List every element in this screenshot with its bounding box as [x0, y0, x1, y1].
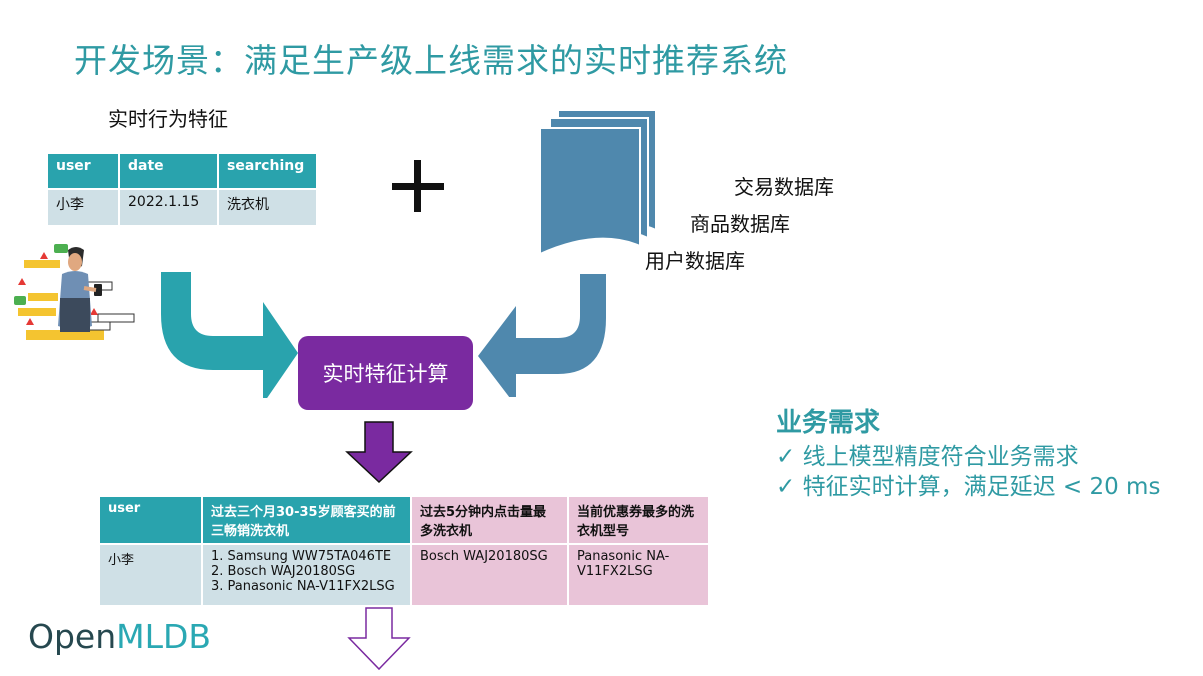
- cell-most-coupons: Panasonic NA- V11FX2LSG: [567, 543, 710, 607]
- header-user: user: [98, 495, 203, 545]
- header-top3-sellers: 过去三个月30-35岁顾客买的前三畅销洗衣机: [201, 495, 412, 545]
- slide-title: 开发场景：满足生产级上线需求的实时推荐系统: [74, 41, 788, 80]
- realtime-behavior-label: 实时行为特征: [108, 107, 228, 131]
- person-notifications-illustration: [14, 244, 135, 340]
- header-most-clicked: 过去5分钟内点击量最多洗衣机: [410, 495, 569, 545]
- top3-item: 2. Bosch WAJ20180SG: [211, 564, 356, 579]
- cell-user: 小李: [98, 543, 203, 607]
- curved-arrow-left-icon: [161, 272, 298, 398]
- business-requirements-title: 业务需求: [776, 408, 881, 438]
- header-user: user: [46, 152, 120, 190]
- outline-down-arrow-icon: [347, 607, 411, 671]
- database-label-products: 商品数据库: [690, 212, 790, 236]
- realtime-feature-compute-box: 实时特征计算: [298, 336, 473, 410]
- table-row: 小李 1. Samsung WW75TA046TE 2. Bosch WAJ20…: [98, 543, 710, 607]
- plus-icon: [392, 160, 444, 212]
- business-requirement-item: ✓ 特征实时计算，满足延迟 < 20 ms: [776, 474, 1161, 500]
- header-searching: searching: [217, 152, 318, 190]
- header-most-coupons: 当前优惠券最多的洗衣机型号: [567, 495, 710, 545]
- logo-part-mldb: MLDB: [116, 617, 212, 656]
- top3-item: 1. Samsung WW75TA046TE: [211, 549, 392, 564]
- cell-most-clicked: Bosch WAJ20180SG: [410, 543, 569, 607]
- coupon-model-line: Panasonic NA-: [577, 549, 670, 564]
- behavior-table-header: user date searching: [46, 152, 318, 190]
- table-row: 小李 2022.1.15 洗衣机: [46, 188, 318, 227]
- database-label-transactions: 交易数据库: [734, 175, 834, 199]
- header-date: date: [118, 152, 219, 190]
- database-label-users: 用户数据库: [645, 249, 745, 273]
- coupon-model-line: V11FX2LSG: [577, 564, 653, 579]
- down-arrow-icon: [345, 421, 413, 484]
- cell-searching: 洗衣机: [217, 188, 318, 227]
- cell-date: 2022.1.15: [118, 188, 219, 227]
- cell-user: 小李: [46, 188, 120, 227]
- feature-table-header: user 过去三个月30-35岁顾客买的前三畅销洗衣机 过去5分钟内点击量最多洗…: [98, 495, 710, 545]
- logo-part-open: Open: [28, 617, 117, 656]
- business-requirement-item: ✓ 线上模型精度符合业务需求: [776, 444, 1079, 470]
- curved-arrow-right-icon: [478, 274, 606, 397]
- person-icon: [58, 247, 102, 332]
- behavior-table: user date searching 小李 2022.1.15 洗衣机: [46, 152, 318, 227]
- feature-table: user 过去三个月30-35岁顾客买的前三畅销洗衣机 过去5分钟内点击量最多洗…: [98, 495, 710, 607]
- cell-top3: 1. Samsung WW75TA046TE 2. Bosch WAJ20180…: [201, 543, 412, 607]
- document-stack-icon: [539, 109, 657, 256]
- top3-item: 3. Panasonic NA-V11FX2LSG: [211, 579, 395, 594]
- openmldb-logo: OpenMLDB: [28, 617, 211, 656]
